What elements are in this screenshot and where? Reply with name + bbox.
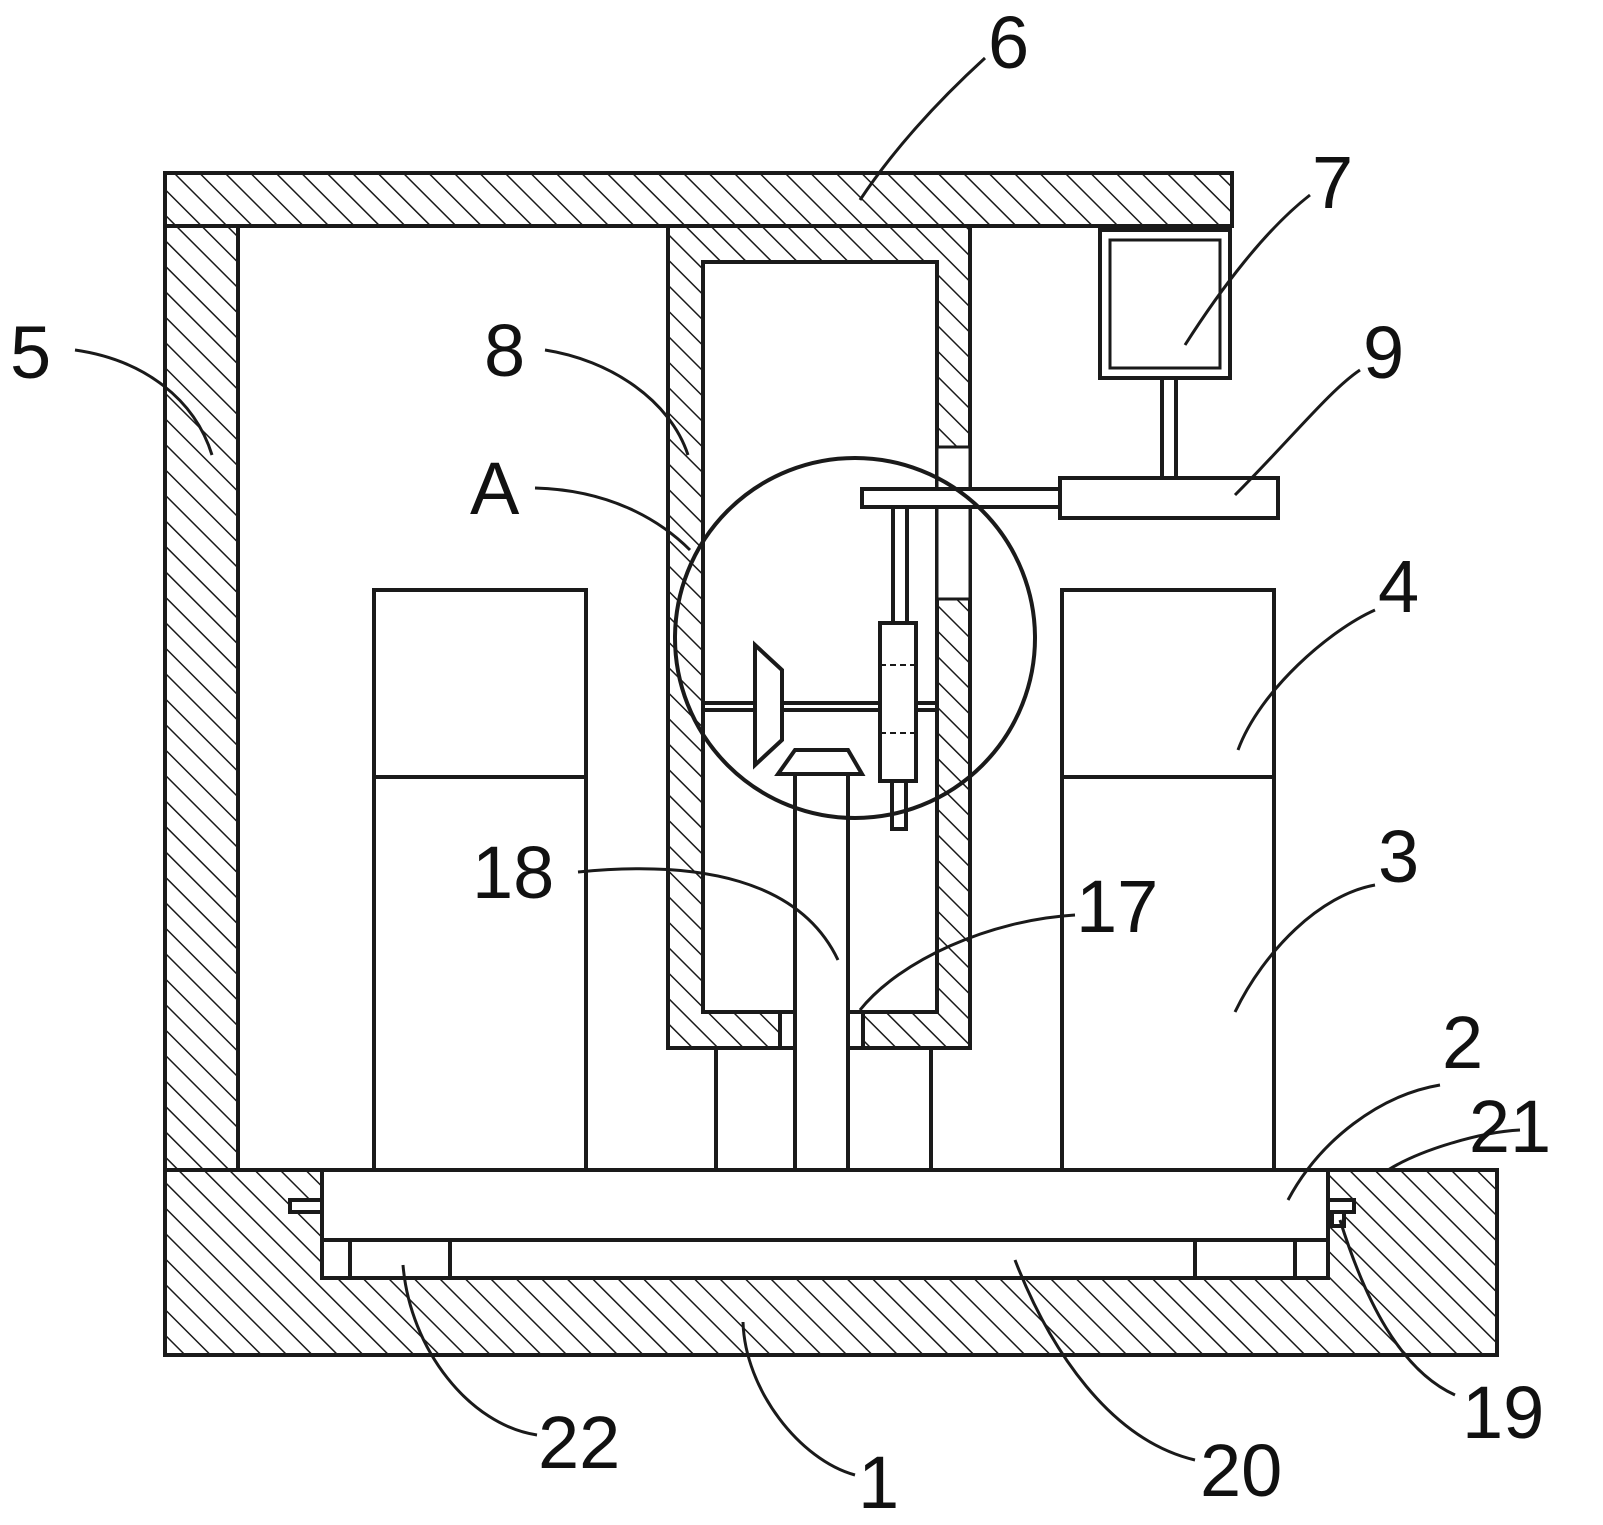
controller-inner — [1108, 238, 1222, 370]
leader-8 — [544, 348, 690, 456]
leader-20 — [1013, 1259, 1196, 1462]
controller-outer — [1098, 228, 1232, 380]
inner-rod — [891, 503, 909, 625]
left-wall — [163, 224, 240, 1172]
label-8: 8 — [484, 309, 525, 392]
leader-1 — [741, 1321, 856, 1477]
top-plate — [163, 171, 1234, 228]
leader-7 — [1183, 193, 1311, 346]
leader-22 — [401, 1264, 538, 1437]
label-19: 19 — [1462, 1371, 1544, 1454]
bevel-gear-side — [753, 640, 784, 770]
label-4: 4 — [1378, 545, 1419, 628]
leader-18 — [577, 867, 840, 961]
label-18: 18 — [472, 831, 554, 914]
left-tank — [372, 588, 588, 1172]
leader-19 — [1338, 1219, 1456, 1397]
leader-a — [534, 486, 692, 552]
controller-post — [1160, 376, 1178, 480]
label-7: 7 — [1312, 141, 1353, 224]
label-3: 3 — [1378, 815, 1419, 898]
leader-17 — [858, 913, 1076, 1011]
label-9: 9 — [1363, 311, 1404, 394]
label-2: 2 — [1442, 1001, 1483, 1084]
slider-right — [1193, 1238, 1297, 1280]
chamber — [666, 224, 972, 1050]
leader-2 — [1286, 1083, 1441, 1201]
leader-5 — [74, 348, 214, 456]
slider-left — [348, 1238, 452, 1280]
label-21: 21 — [1469, 1085, 1551, 1168]
label-5: 5 — [10, 311, 51, 394]
leader-4 — [1236, 608, 1376, 751]
slide-plate — [320, 1168, 1330, 1242]
lower-rod — [890, 779, 908, 831]
side-rail-left — [288, 1198, 324, 1214]
guide-rail — [320, 1238, 1330, 1280]
right-tank — [1060, 588, 1276, 1172]
chamber-slot — [935, 445, 972, 601]
vertical-shaft — [793, 768, 850, 1172]
label-20: 20 — [1200, 1429, 1282, 1512]
label-17: 17 — [1076, 865, 1158, 948]
leader-21 — [1387, 1128, 1521, 1172]
label-1: 1 — [858, 1441, 899, 1524]
bushing-left — [778, 1010, 797, 1050]
label-22: 22 — [538, 1401, 620, 1484]
leader-9 — [1233, 368, 1361, 497]
leader-3 — [1233, 883, 1376, 1013]
leader-6 — [858, 56, 987, 201]
detail-circle-a — [673, 456, 1037, 820]
bevel-gear-bottom — [774, 748, 866, 776]
sleeve — [878, 621, 918, 783]
label-6: 6 — [988, 1, 1029, 84]
label-a: A — [470, 447, 520, 530]
bushing-right — [846, 1010, 865, 1050]
